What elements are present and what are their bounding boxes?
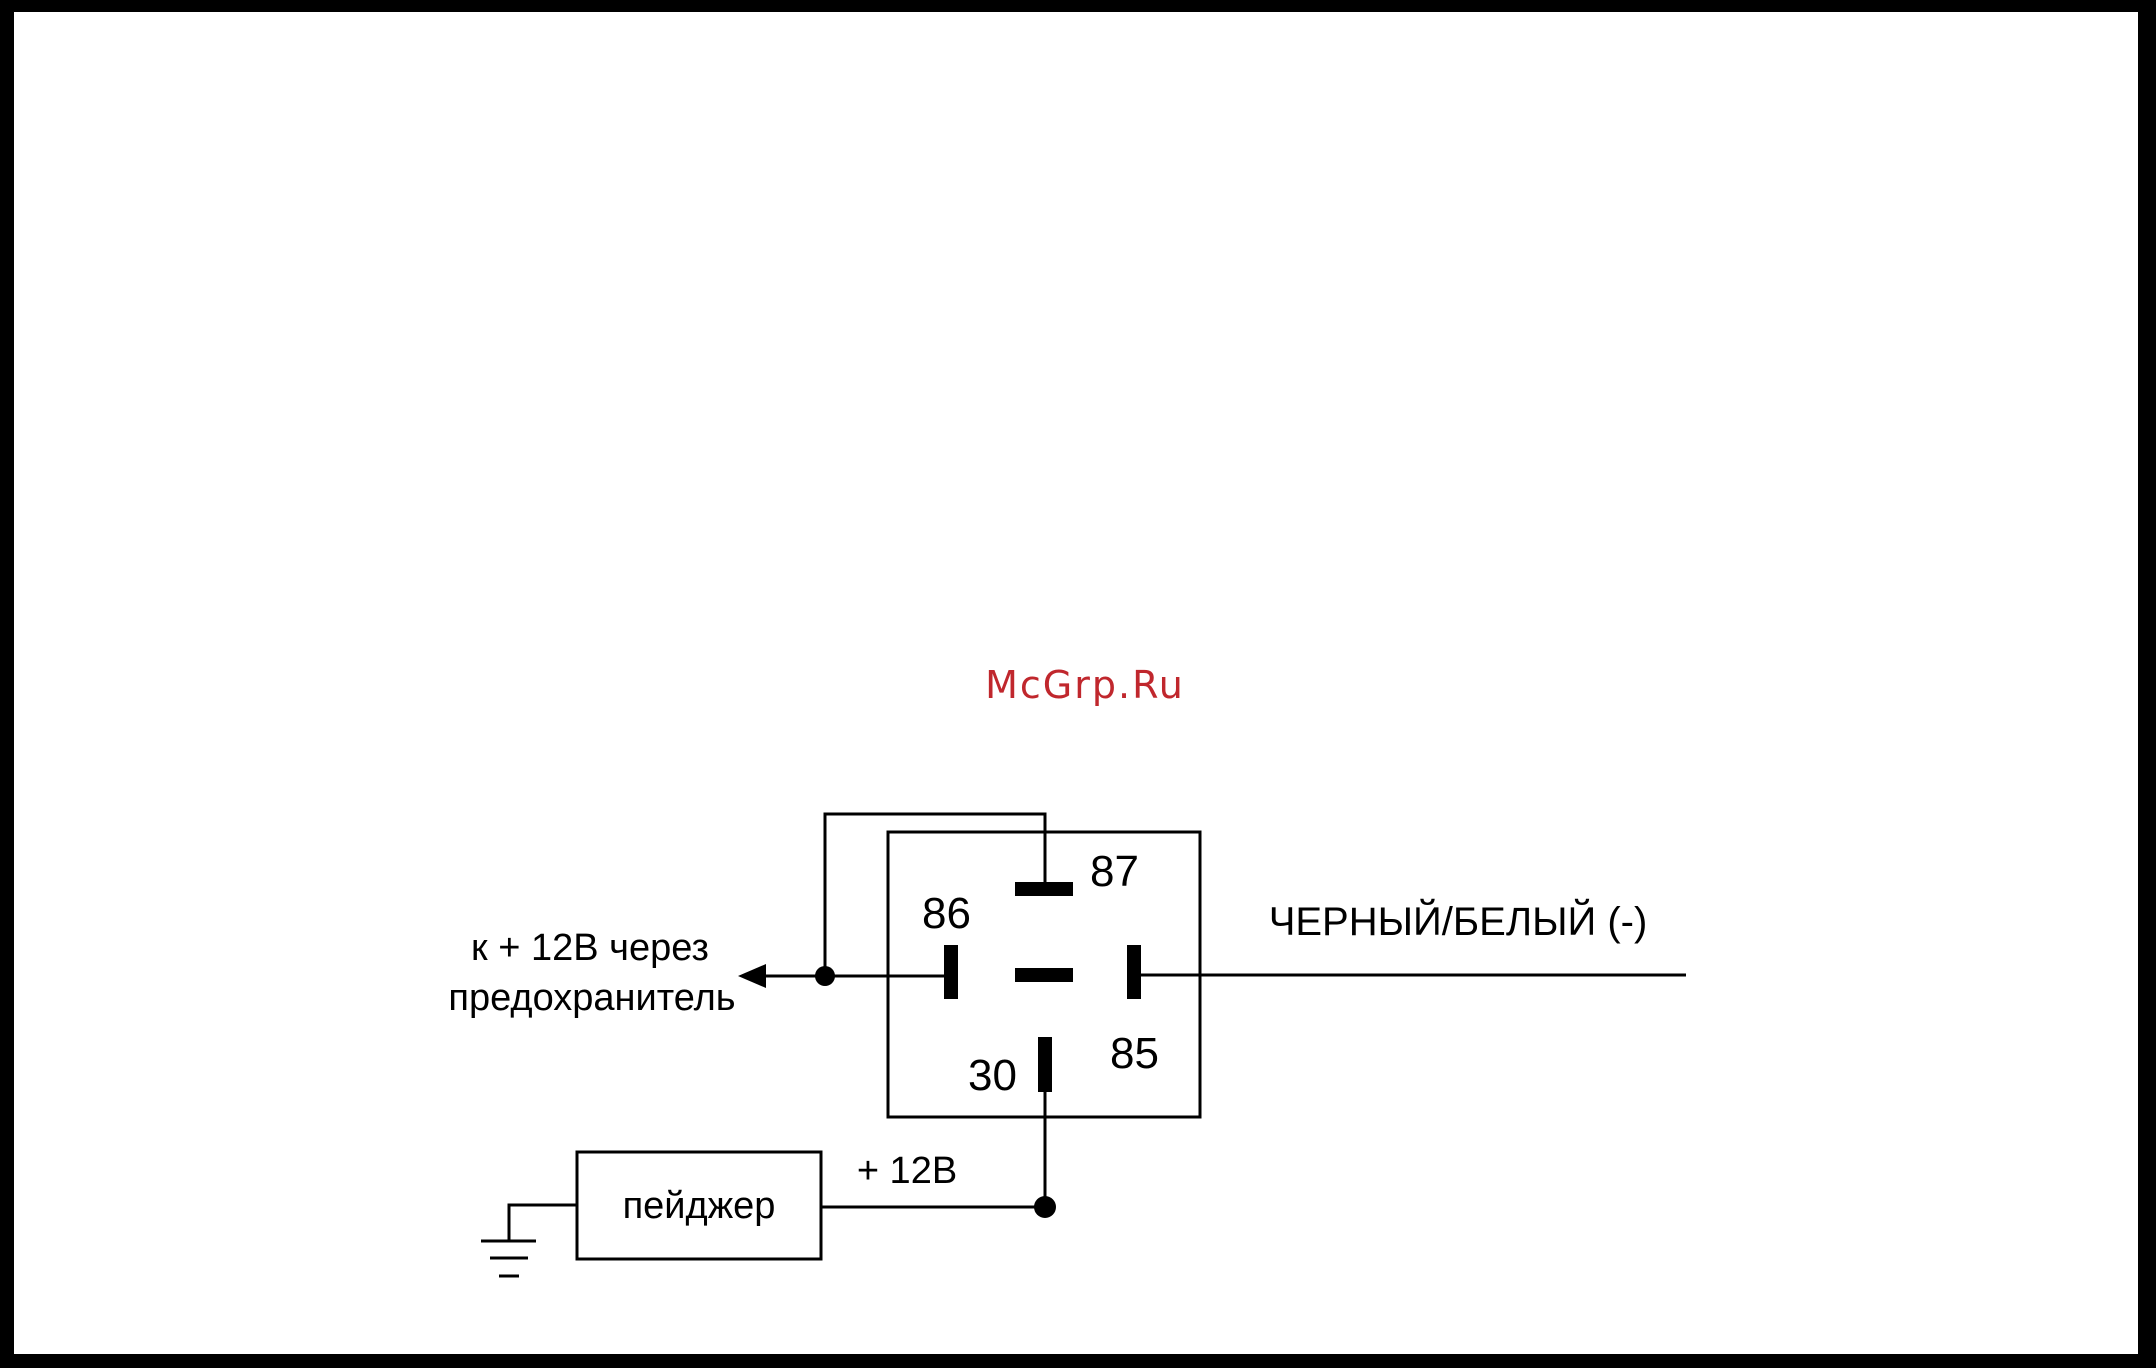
contact-middle [1015, 968, 1073, 982]
label-black-white: ЧЕРНЫЙ/БЕЛЫЙ (-) [1269, 898, 1648, 944]
contact-87 [1015, 882, 1073, 896]
label-to-12v-line1: к + 12В через [471, 927, 709, 969]
wire-ground [509, 1205, 577, 1241]
arrow-left-icon [738, 964, 766, 988]
label-to-12v-line2: предохранитель [448, 977, 735, 1019]
pin-label-85: 85 [1110, 1029, 1159, 1078]
label-pager: пейджер [623, 1185, 776, 1227]
contact-85 [1127, 945, 1141, 999]
pin-label-86: 86 [922, 889, 971, 938]
contact-30 [1038, 1037, 1052, 1092]
watermark-text: McGrp.Ru [985, 663, 1185, 707]
pin-label-87: 87 [1090, 847, 1139, 896]
junction-dot-86 [815, 966, 835, 986]
pin-label-30: 30 [968, 1051, 1017, 1100]
ground-icon [481, 1241, 536, 1276]
label-plus-12v: + 12В [857, 1150, 957, 1192]
contact-86 [944, 945, 958, 999]
